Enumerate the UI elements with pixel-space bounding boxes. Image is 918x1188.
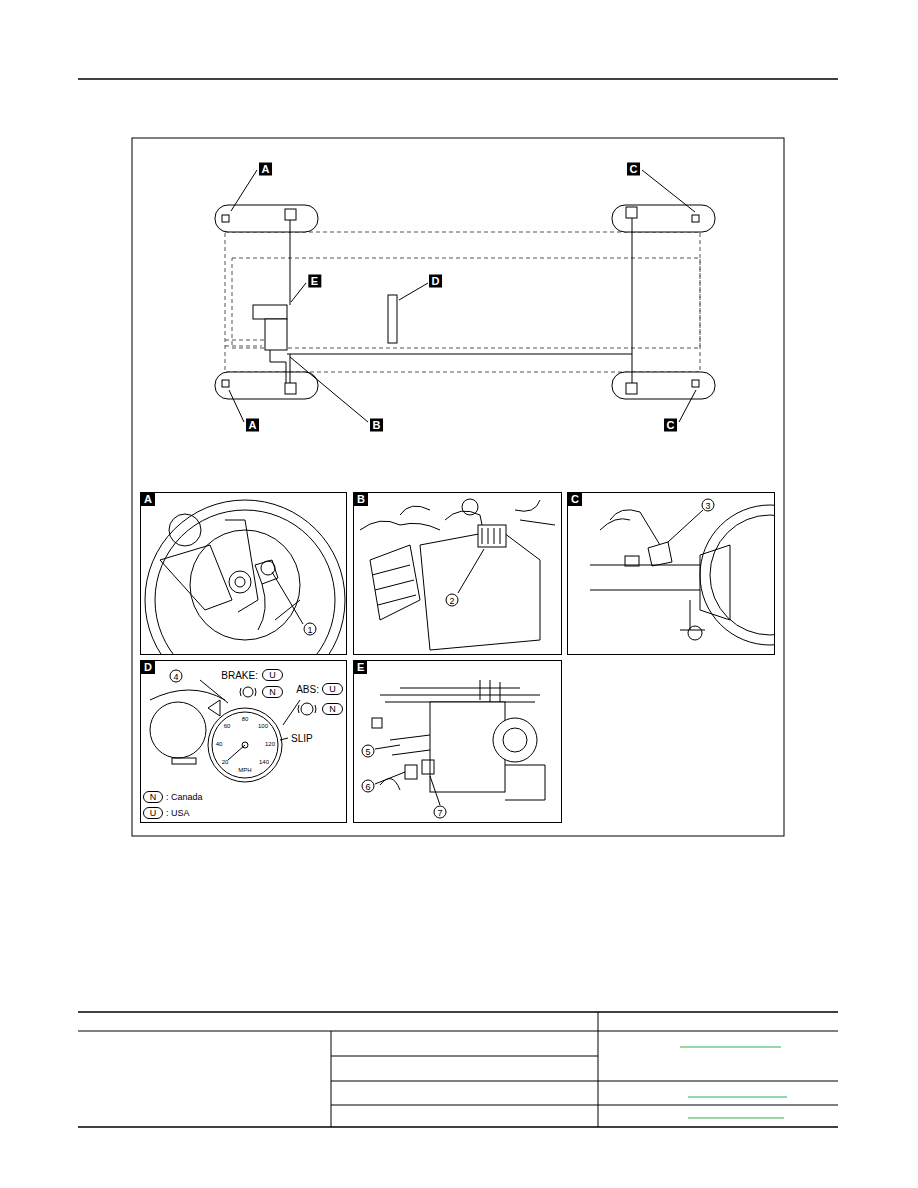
callout-number: 4 [170, 670, 183, 683]
callout-number: 7 [434, 806, 447, 819]
panel-letter: D [141, 661, 155, 674]
header-rule [78, 78, 838, 80]
dial-number: 100 [258, 723, 268, 729]
legend-text: : USA [165, 808, 191, 818]
warning-lamp-label: SLIP [290, 733, 314, 744]
panel-letter: A [141, 493, 155, 506]
region-badge: N [262, 686, 283, 698]
dial-unit: MPH [238, 767, 251, 773]
region-badge: N [143, 791, 163, 803]
leader-line [668, 510, 703, 542]
panel-letter: E [354, 661, 367, 674]
leader-line [458, 549, 484, 593]
actuator-drawing [372, 680, 545, 800]
callout-number: 5 [362, 745, 375, 758]
chassis-layout [215, 205, 715, 399]
callout-number: 2 [446, 594, 459, 607]
dial-number: 140 [259, 759, 269, 765]
region-badge: U [143, 807, 163, 819]
engine-bay-drawing [360, 499, 555, 650]
warning-lamp-label: BRAKE: [220, 670, 259, 681]
dial-number: 80 [242, 716, 249, 722]
callout-number: 6 [362, 780, 375, 793]
region-code: U [150, 809, 157, 818]
region-badge: U [322, 683, 343, 695]
location-tag: C [664, 418, 678, 431]
dial-number: 60 [224, 723, 231, 729]
region-code: U [329, 685, 336, 694]
link-underline [680, 1047, 787, 1118]
region-badge: N [322, 703, 343, 715]
callout-number: 3 [702, 499, 715, 512]
region-code: N [329, 705, 336, 714]
location-tag: A [246, 418, 260, 431]
meter-drawing [150, 680, 316, 782]
detail-panel: E [353, 660, 562, 823]
detail-panel: B [353, 492, 562, 655]
front-wheel-drawing [145, 500, 345, 654]
legend-text: : Canada [165, 792, 204, 802]
region-badge: U [262, 669, 283, 681]
location-tag: E [308, 274, 321, 287]
location-tag: D [429, 274, 443, 287]
callout-number: 1 [304, 623, 317, 636]
location-tag: A [259, 162, 273, 175]
dial-number: 20 [222, 759, 229, 765]
leader-lines [375, 745, 440, 805]
location-tag: C [627, 162, 641, 175]
leader-lines [229, 170, 696, 422]
region-code: N [150, 793, 157, 802]
detail-panel: C [567, 492, 775, 655]
panel-letter: C [568, 493, 582, 506]
location-tag: B [370, 418, 384, 431]
region-code: N [269, 688, 276, 697]
region-code: U [269, 671, 276, 680]
panel-letter: B [354, 493, 368, 506]
dial-number: 120 [265, 741, 275, 747]
figure-frame [132, 138, 784, 836]
dial-number: 40 [216, 741, 223, 747]
rear-axle-drawing [590, 505, 774, 645]
table-grid [78, 1012, 838, 1127]
leader-line [272, 572, 303, 624]
warning-lamp-label: ABS: [295, 684, 320, 695]
